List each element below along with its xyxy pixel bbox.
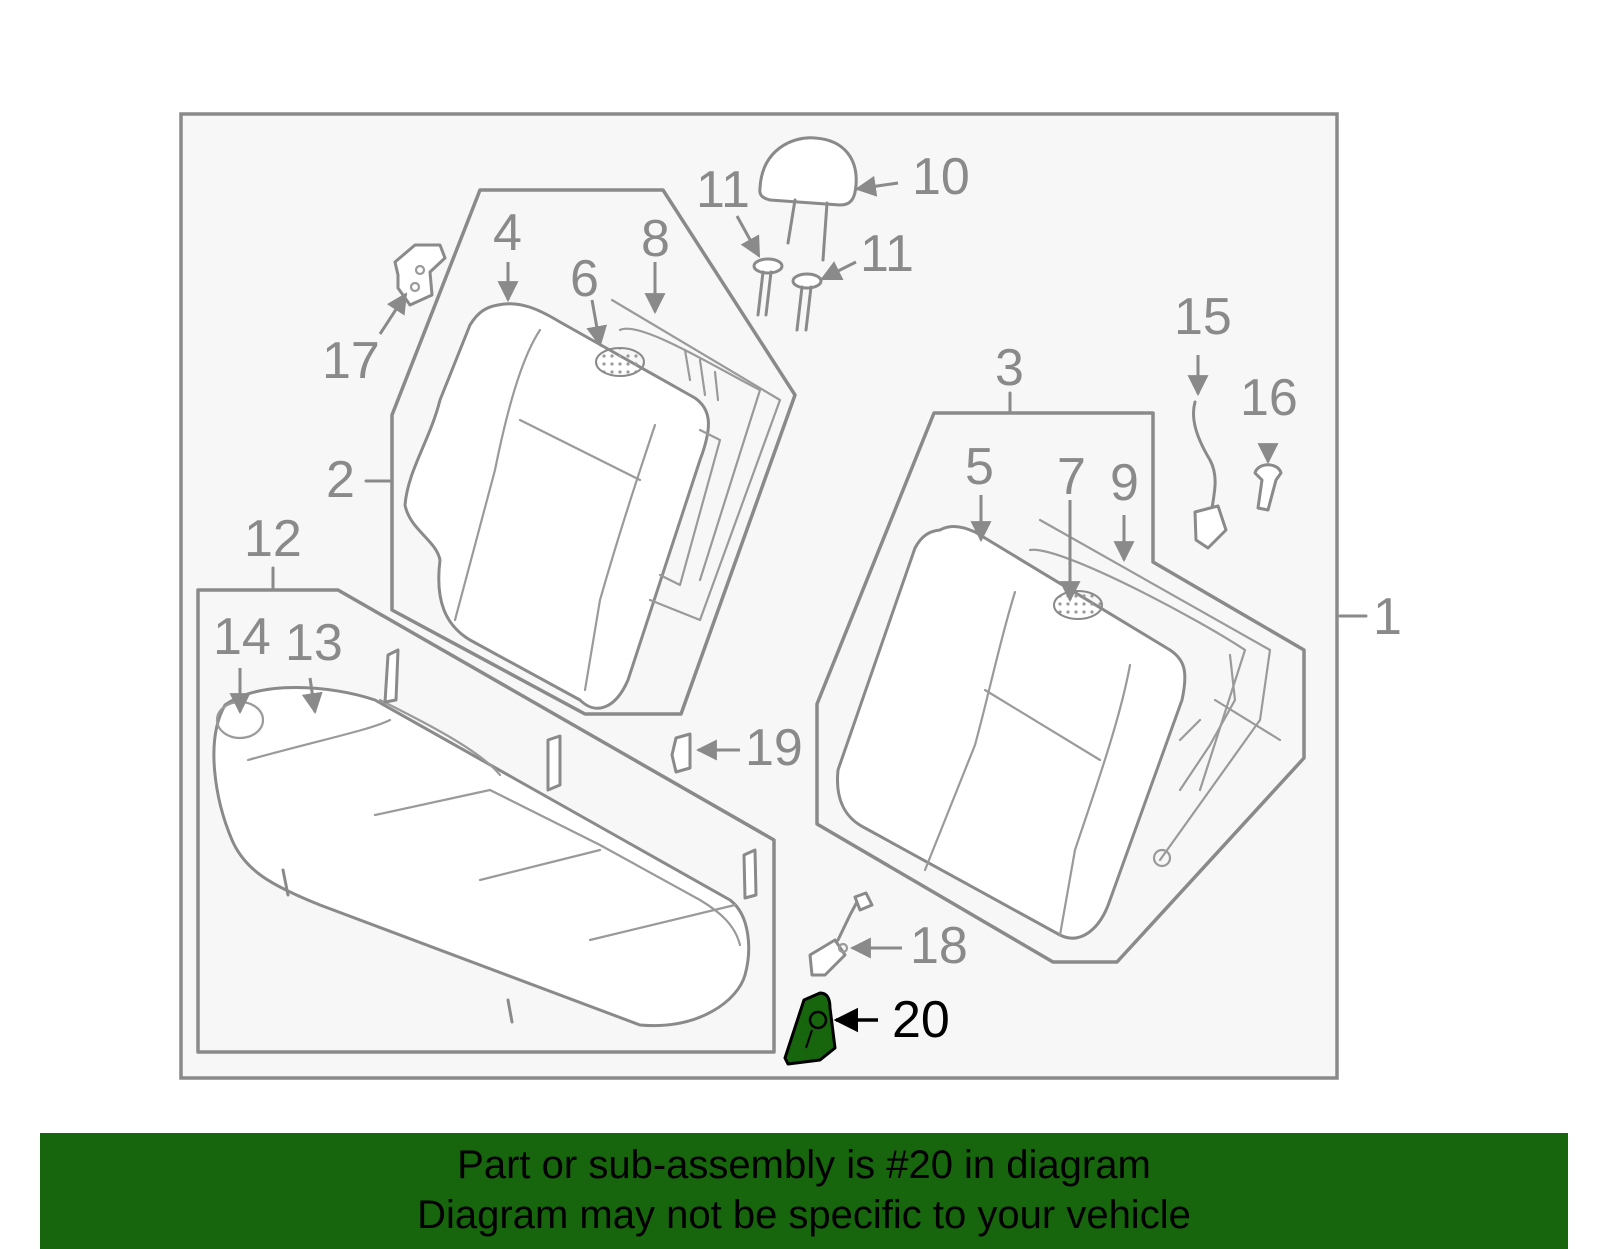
seatback-frame-left (595, 298, 782, 622)
headrest-guide-b (791, 272, 823, 332)
parts-diagram: 1 2 4 6 8 10 11 11 (179, 112, 1402, 1080)
highlighted-part-20 (783, 991, 837, 1066)
label-3: 3 (995, 339, 1024, 397)
label-20: 20 (892, 991, 950, 1049)
label-8: 8 (641, 210, 670, 268)
label-13: 13 (285, 614, 343, 672)
label-18: 18 (910, 917, 968, 975)
release-cable (1192, 400, 1228, 550)
banner-line-1: Part or sub-assembly is #20 in diagram (457, 1143, 1151, 1187)
striker (808, 891, 874, 977)
label-5: 5 (965, 438, 994, 496)
small-bracket (670, 732, 692, 774)
label-7: 7 (1057, 448, 1086, 506)
label-14: 14 (213, 608, 271, 666)
label-17: 17 (322, 332, 380, 390)
label-16: 16 (1240, 369, 1298, 427)
label-6: 6 (570, 250, 599, 308)
label-15: 15 (1174, 288, 1232, 346)
latch-bracket (393, 243, 447, 307)
label-10: 10 (912, 148, 970, 206)
label-11b: 11 (860, 225, 914, 283)
seat-cushion (212, 648, 758, 1028)
label-11a: 11 (696, 161, 750, 219)
retainer-clip (1253, 463, 1283, 512)
info-banner: Part or sub-assembly is #20 in diagram D… (40, 1133, 1568, 1249)
label-4: 4 (493, 204, 522, 262)
seatback-pad-left (403, 302, 710, 710)
label-12: 12 (244, 510, 302, 568)
label-1: 1 (1373, 588, 1402, 646)
headrest-guide-a (752, 257, 784, 317)
label-19: 19 (745, 719, 803, 777)
banner-line-2: Diagram may not be specific to your vehi… (417, 1193, 1191, 1237)
label-9: 9 (1110, 454, 1139, 512)
label-2: 2 (326, 451, 355, 509)
